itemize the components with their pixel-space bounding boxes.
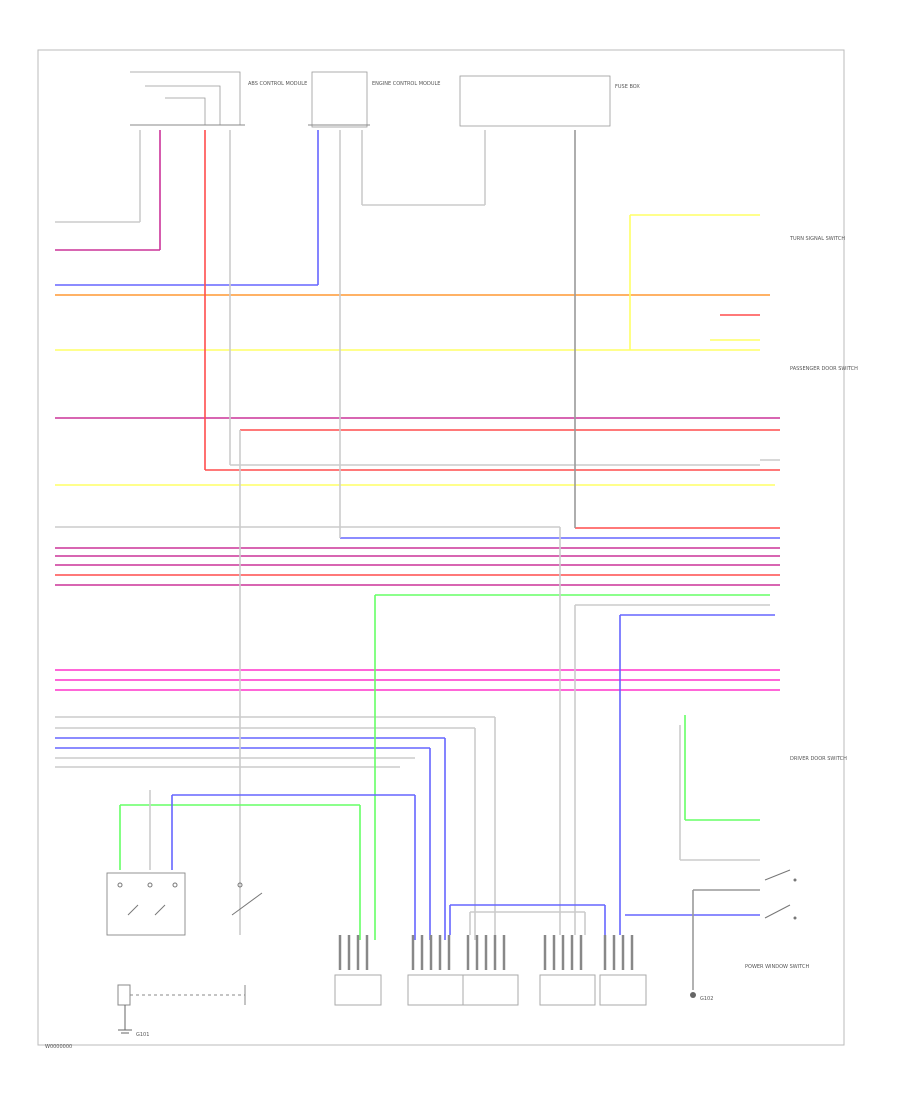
diagram-border (37, 49, 845, 1046)
component-label-fuse: FUSE BOX (615, 84, 640, 90)
component-label-driver: DRIVER DOOR SWITCH (790, 756, 847, 762)
ground-label-left: G101 (136, 1032, 149, 1038)
component-abs-module: ABS CONTROL MODULE (130, 71, 307, 126)
ground-label-right: G102 (700, 996, 713, 1002)
component-label-window: POWER WINDOW SWITCH (745, 964, 809, 970)
junction-connector (334, 974, 382, 1006)
junction-connector (407, 974, 464, 1006)
junction-connector (539, 974, 596, 1006)
component-fuse-box: FUSE BOX (459, 75, 640, 127)
footer-code: W0000000 (45, 1044, 72, 1050)
ground-left: G101 (118, 1005, 149, 1038)
relay-box (106, 872, 263, 1006)
junction-connectors (334, 935, 647, 1006)
ground-right: G102 (690, 940, 713, 1002)
component-label-abs: ABS CONTROL MODULE (248, 81, 307, 87)
junction-connector (462, 974, 519, 1006)
junction-connector (599, 974, 647, 1006)
component-label-turn: TURN SIGNAL SWITCH (789, 236, 845, 242)
component-engine-module: ENGINE CONTROL MODULE (308, 71, 440, 128)
component-label-passenger: PASSENGER DOOR SWITCH (790, 366, 858, 372)
component-label-engine: ENGINE CONTROL MODULE (372, 81, 440, 87)
window-switches (764, 869, 797, 920)
wire-layer (55, 130, 780, 940)
